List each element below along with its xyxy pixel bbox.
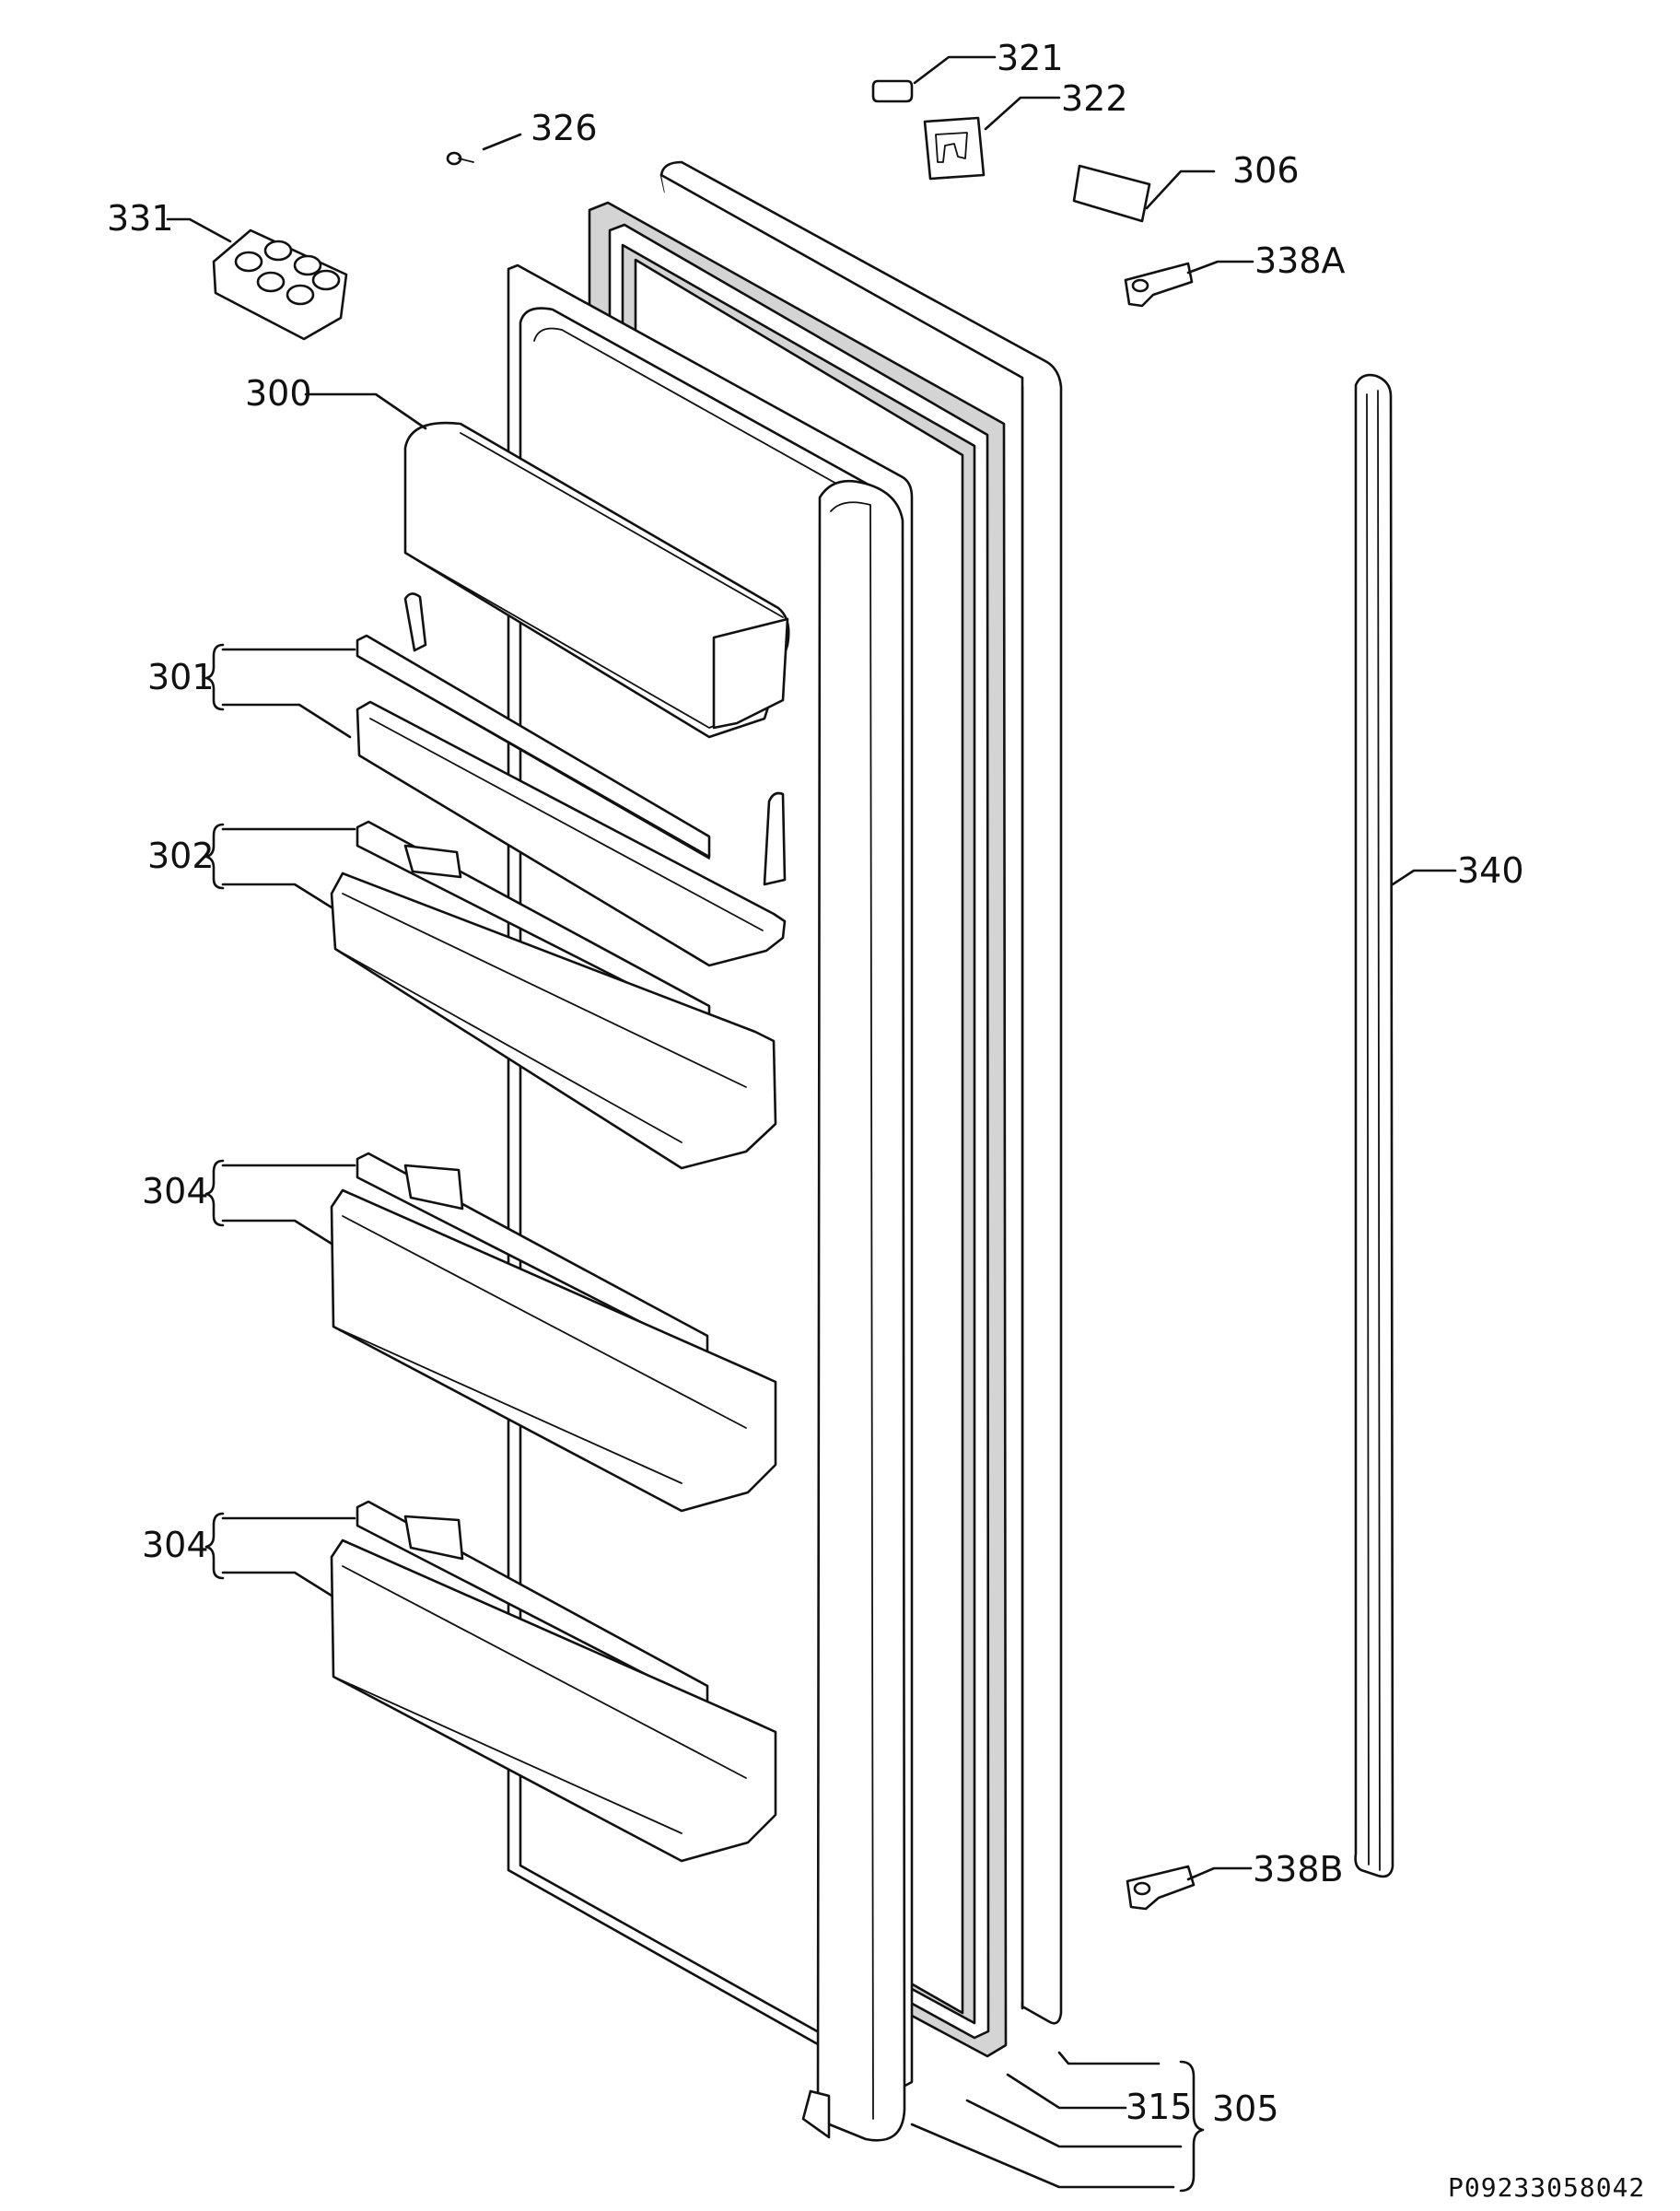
label-300: 300 bbox=[245, 373, 312, 414]
part-338b-hinge bbox=[1126, 1865, 1196, 1911]
label-304-lower: 304 bbox=[142, 1525, 209, 1565]
drawing-number: P09233058042 bbox=[1448, 2172, 1645, 2203]
label-305: 305 bbox=[1212, 2088, 1279, 2129]
part-338a-hinge bbox=[1124, 262, 1194, 308]
part-304-shelf-lower bbox=[330, 1500, 777, 1863]
group-brackets bbox=[204, 643, 1205, 2193]
part-300-dairy-compartment bbox=[403, 421, 790, 739]
part-301-shelf bbox=[356, 592, 787, 967]
part-340-seal-bar bbox=[1354, 373, 1394, 1878]
part-321-cap bbox=[871, 79, 914, 103]
label-321: 321 bbox=[997, 38, 1064, 78]
label-301: 301 bbox=[147, 657, 215, 697]
part-326-screw bbox=[446, 151, 474, 166]
part-labels: 321 322 326 306 331 338A 300 301 302 340… bbox=[107, 38, 1645, 2203]
part-304-shelf-upper bbox=[330, 1152, 777, 1513]
label-322: 322 bbox=[1061, 78, 1128, 119]
part-306-plate bbox=[1072, 164, 1151, 223]
door-front-rail bbox=[801, 479, 906, 2142]
leader-lines bbox=[166, 55, 1457, 2189]
label-338b: 338B bbox=[1253, 1849, 1344, 1889]
label-340: 340 bbox=[1457, 850, 1524, 891]
label-306: 306 bbox=[1232, 150, 1300, 191]
label-326: 326 bbox=[531, 108, 598, 148]
part-322-bracket bbox=[923, 116, 986, 181]
label-302: 302 bbox=[147, 836, 215, 876]
label-315: 315 bbox=[1126, 2087, 1193, 2127]
label-338a: 338A bbox=[1254, 240, 1346, 281]
part-331-egg-tray bbox=[212, 228, 348, 341]
part-302-shelf bbox=[330, 820, 777, 1170]
label-331: 331 bbox=[107, 198, 174, 239]
label-304-upper: 304 bbox=[142, 1171, 209, 1211]
